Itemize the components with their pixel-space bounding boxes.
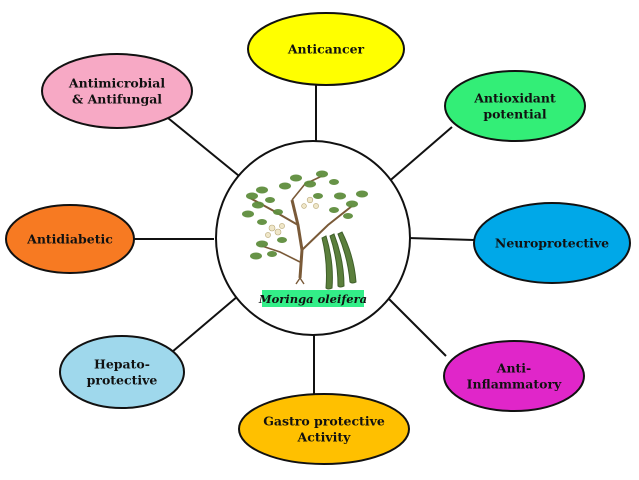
node-antioxidant-label-line-1: Antioxidant bbox=[473, 91, 556, 106]
node-antidiabetic-label-line-1: Antidiabetic bbox=[26, 232, 113, 247]
center-node: Moringa oleifera bbox=[215, 140, 411, 336]
node-hepatoprotective-label-line-2: protective bbox=[87, 373, 158, 388]
node-antioxidant-ellipse bbox=[444, 70, 586, 142]
center-label-background bbox=[262, 290, 364, 307]
moringa-plant-illustration bbox=[242, 170, 368, 290]
node-anticancer-label-line-1: Anticancer bbox=[287, 42, 365, 57]
node-anticancer: Anticancer bbox=[247, 12, 405, 86]
node-antidiabetic: Antidiabetic bbox=[5, 204, 135, 274]
node-antimicrobial: Antimicrobial& Antifungal bbox=[41, 53, 193, 129]
connector-lines bbox=[134, 85, 475, 394]
outer-nodes: AnticancerAntioxidantpotentialNeuroprote… bbox=[5, 12, 631, 465]
node-hepatoprotective-label-line-1: Hepato- bbox=[94, 357, 150, 372]
node-gastro-protective-label-line-2: Activity bbox=[297, 430, 352, 445]
connector-antimicrobial bbox=[167, 117, 245, 181]
connector-anti-inflammatory bbox=[385, 295, 447, 357]
node-antimicrobial-ellipse bbox=[41, 53, 193, 129]
node-neuroprotective-ellipse bbox=[473, 202, 631, 284]
center-label: Moringa oleifera bbox=[258, 292, 367, 306]
node-antidiabetic-ellipse bbox=[5, 204, 135, 274]
node-hepatoprotective: Hepato-protective bbox=[59, 335, 185, 409]
node-neuroprotective: Neuroprotective bbox=[473, 202, 631, 284]
connector-hepatoprotective bbox=[171, 295, 239, 353]
node-gastro-protective-ellipse bbox=[238, 393, 410, 465]
node-antioxidant-label-line-2: potential bbox=[483, 107, 547, 122]
node-anti-inflammatory: Anti-Inflammatory bbox=[443, 340, 585, 412]
connector-neuroprotective bbox=[407, 237, 475, 241]
node-anti-inflammatory-label-line-2: Inflammatory bbox=[467, 377, 562, 392]
node-neuroprotective-label-line-1: Neuroprotective bbox=[495, 236, 609, 251]
node-antimicrobial-label-line-2: & Antifungal bbox=[72, 92, 162, 107]
node-anticancer-ellipse bbox=[247, 12, 405, 86]
node-anti-inflammatory-label-line-1: Anti- bbox=[496, 361, 532, 376]
connector-antioxidant bbox=[385, 126, 453, 185]
node-anti-inflammatory-ellipse bbox=[443, 340, 585, 412]
node-hepatoprotective-ellipse bbox=[59, 335, 185, 409]
node-gastro-protective-label-line-1: Gastro protective bbox=[263, 414, 385, 429]
node-antimicrobial-label-line-1: Antimicrobial bbox=[68, 76, 165, 91]
